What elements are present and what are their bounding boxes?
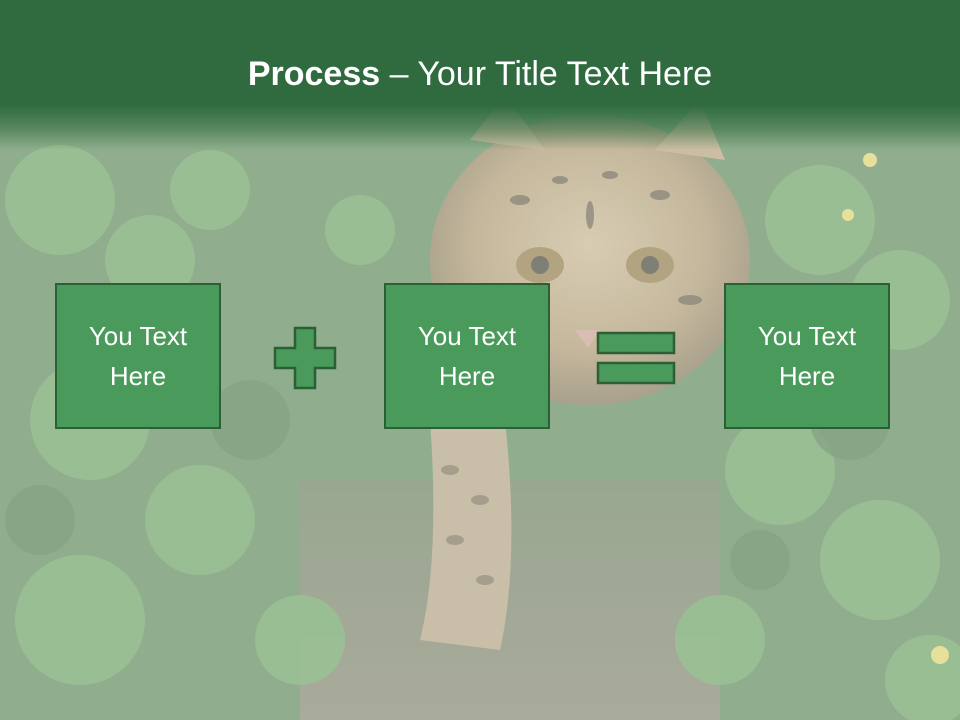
- process-box-2-text: You Text Here: [417, 321, 517, 391]
- equals-icon: [596, 331, 676, 385]
- title-bold: Process: [247, 55, 381, 93]
- title-rest: – Your Title Text Here: [380, 55, 713, 93]
- title-band: [0, 0, 960, 150]
- slide-title: Process – Your Title Text Here: [0, 52, 960, 96]
- process-box-2[interactable]: You Text Here: [384, 283, 550, 429]
- plus-icon: [273, 326, 337, 390]
- process-box-3-text: You Text Here: [757, 321, 857, 391]
- process-box-1-text: You Text Here: [88, 321, 188, 391]
- process-box-3[interactable]: You Text Here: [724, 283, 890, 429]
- process-box-1[interactable]: You Text Here: [55, 283, 221, 429]
